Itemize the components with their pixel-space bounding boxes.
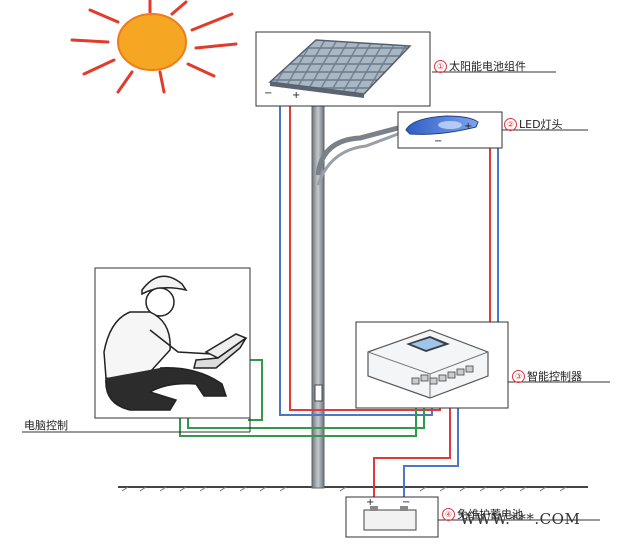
led-head-number: ②	[504, 118, 517, 131]
pole-access-door	[314, 384, 323, 402]
battery-icon	[363, 506, 417, 531]
led-head-text: LED灯头	[519, 118, 563, 131]
solar-panel-number: ①	[434, 60, 447, 73]
led-lamp-icon	[405, 115, 479, 135]
pc-control-label: 电脑控制	[24, 419, 68, 432]
watermark: WWW.***.COM	[460, 510, 581, 528]
panel-plus-mark: +	[292, 90, 301, 101]
led-minus-mark: −	[434, 136, 443, 147]
panel-minus-mark: −	[264, 88, 273, 99]
controller-text: 智能控制器	[527, 370, 582, 383]
controller-number: ③	[512, 370, 525, 383]
battery-number: ④	[442, 508, 455, 521]
led-plus-mark: +	[464, 121, 473, 132]
ground-hatch	[121, 486, 567, 492]
solar-panel-icon	[268, 39, 412, 98]
battery-text: 免维护蓄电池	[457, 508, 523, 521]
controller-icon	[367, 329, 489, 399]
solar-panel-text: 太阳能电池组件	[449, 60, 526, 73]
street-light-pole	[300, 96, 399, 489]
sun-icon	[70, 0, 238, 94]
battery-minus-mark: −	[402, 497, 411, 508]
worker-laptop-icon	[103, 275, 248, 411]
battery-plus-mark: +	[366, 497, 375, 508]
